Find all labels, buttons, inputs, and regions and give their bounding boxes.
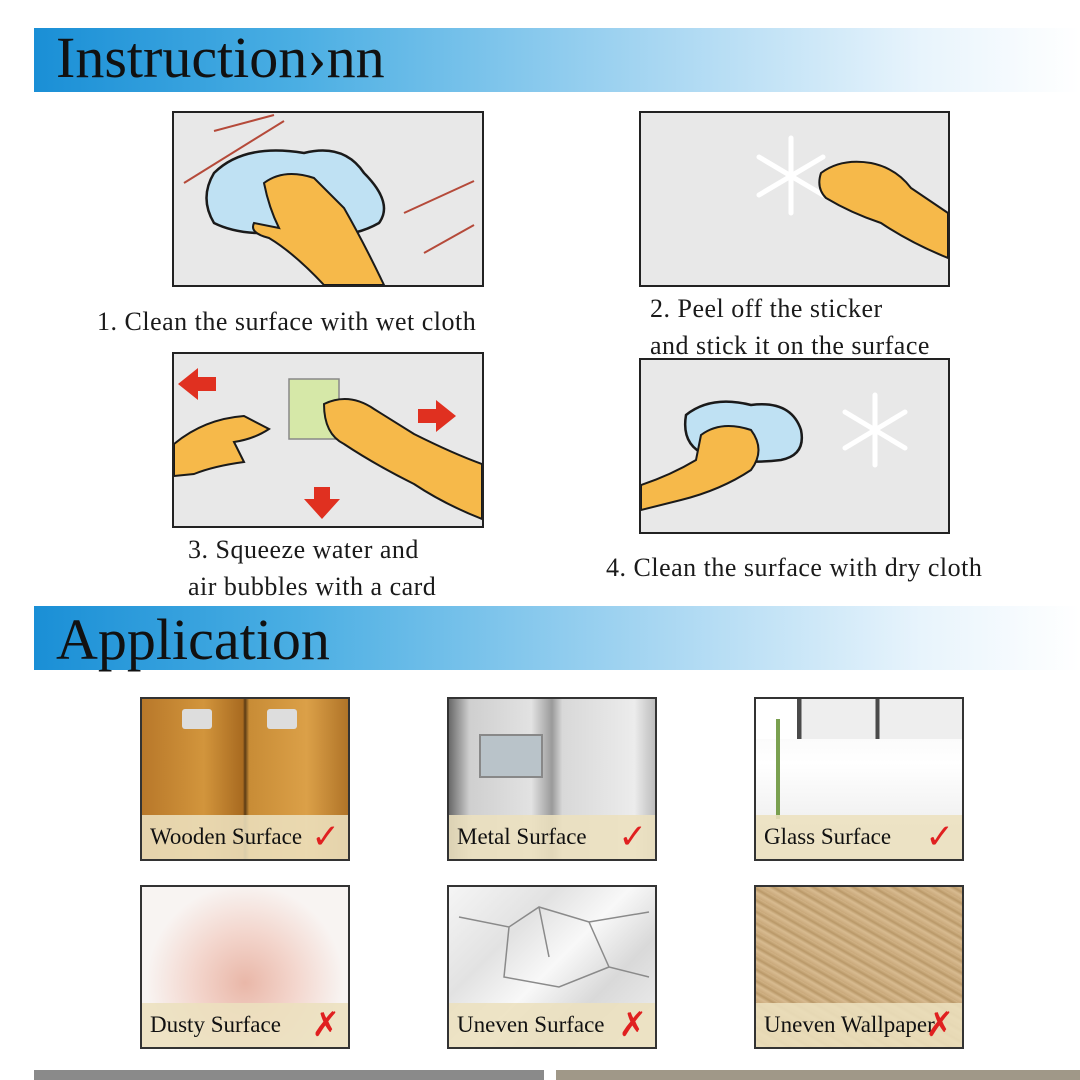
tile-uneven-surface: Uneven Surface ✗ [447, 885, 657, 1049]
tile-label: Uneven Wallpaper ✗ [756, 1003, 962, 1047]
bottom-image-strip [34, 1070, 544, 1080]
flower-stem [776, 719, 780, 819]
bottom-image-strip [556, 1070, 1080, 1080]
snowflake-icon [842, 392, 908, 468]
left-arrow-icon [178, 368, 216, 400]
cross-icon: ✗ [618, 1005, 648, 1045]
step-3-caption-line-2: air bubbles with a card [188, 572, 437, 601]
tile-label: Metal Surface ✓ [449, 815, 655, 859]
right-arrow-icon [418, 400, 456, 432]
surface-name: Dusty Surface [150, 1012, 281, 1037]
tile-label: Dusty Surface ✗ [142, 1003, 348, 1047]
step-2-caption-line-2: and stick it on the surface [650, 331, 930, 360]
step-4-illustration [639, 358, 950, 534]
surface-name: Metal Surface [457, 824, 587, 849]
cross-icon: ✗ [925, 1005, 955, 1045]
tile-label: Glass Surface ✓ [756, 815, 962, 859]
instruction-banner: Instruction›nn [34, 25, 1080, 92]
tile-uneven-wallpaper: Uneven Wallpaper ✗ [754, 885, 964, 1049]
step-3-caption: 3. Squeeze water and air bubbles with a … [188, 531, 436, 605]
step-1-caption: 1. Clean the surface with wet cloth [97, 307, 477, 336]
window-frame [756, 699, 962, 739]
application-banner: Application [34, 606, 1080, 672]
check-icon: ✓ [618, 817, 648, 857]
tile-wooden-surface: Wooden Surface ✓ [140, 697, 350, 861]
surface-name: Uneven Wallpaper [764, 1012, 935, 1037]
surface-name: Wooden Surface [150, 824, 303, 849]
surface-name: Glass Surface [764, 824, 892, 849]
step-2-caption-line-1: 2. Peel off the sticker [650, 294, 883, 323]
step-2-illustration [639, 111, 950, 287]
step-1-illustration [172, 111, 484, 287]
tile-label: Wooden Surface ✓ [142, 815, 348, 859]
check-icon: ✓ [925, 817, 955, 857]
step-3-illustration [172, 352, 484, 528]
step-3-caption-line-1: 3. Squeeze water and [188, 535, 419, 564]
tile-glass-surface: Glass Surface ✓ [754, 697, 964, 861]
application-title: Application [56, 607, 330, 672]
step-2-caption: 2. Peel off the sticker and stick it on … [650, 290, 930, 364]
step-4-caption: 4. Clean the surface with dry cloth [606, 553, 983, 582]
cabinet-handle [182, 709, 212, 729]
surface-name: Uneven Surface [457, 1012, 605, 1037]
tile-metal-surface: Metal Surface ✓ [447, 697, 657, 861]
dispenser-panel [479, 734, 543, 778]
down-arrow-icon [304, 487, 340, 519]
cabinet-handle [267, 709, 297, 729]
cross-icon: ✗ [311, 1005, 341, 1045]
instruction-title: Instruction›nn [56, 25, 385, 90]
check-icon: ✓ [311, 817, 341, 857]
tile-label: Uneven Surface ✗ [449, 1003, 655, 1047]
tile-dusty-surface: Dusty Surface ✗ [140, 885, 350, 1049]
